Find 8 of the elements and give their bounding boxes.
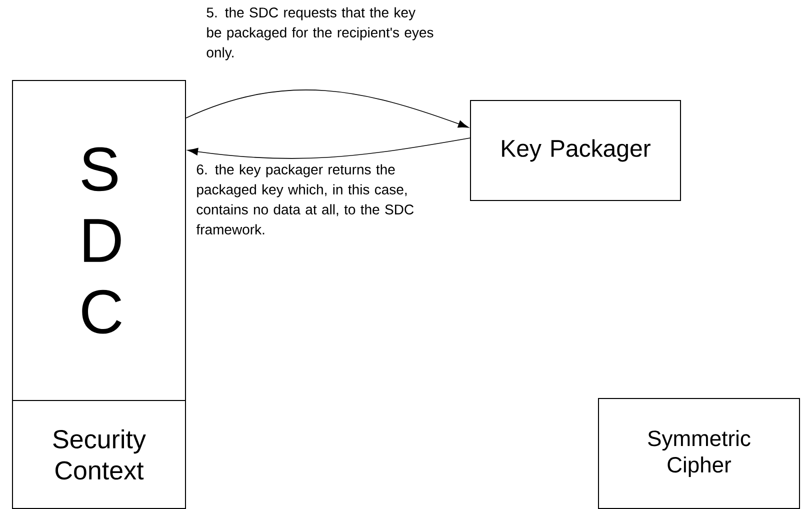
arrow <box>186 90 469 128</box>
process-box: Security Context <box>12 400 186 509</box>
edge-label: 6. the key packager returns the packaged key which, in this case, contains no data at all, to the SDC framework. <box>196 164 414 234</box>
process-box: S D C <box>12 80 186 401</box>
process-box: Key Packager <box>470 100 681 201</box>
process-box: Symmetric Cipher <box>598 398 800 509</box>
edge-label: 5. the SDC requests that the key be packaged for the recipient's eyes only. <box>206 7 434 60</box>
arrow <box>187 138 470 159</box>
